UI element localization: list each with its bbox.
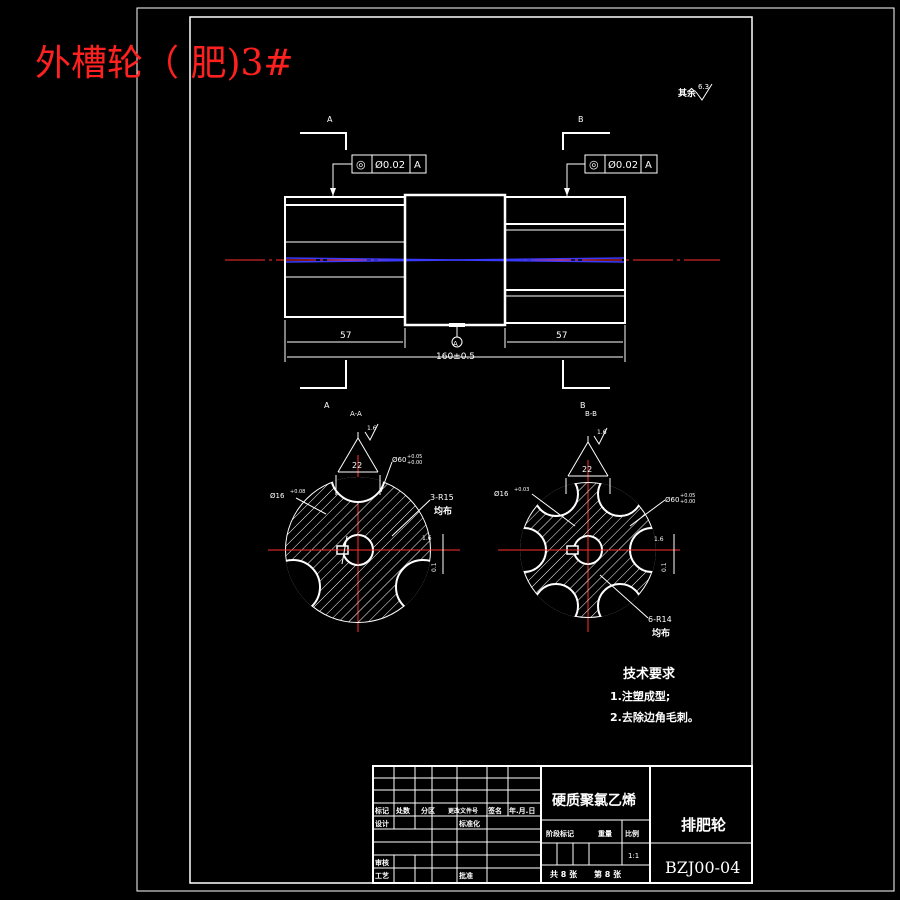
label-zone: 分区 (421, 806, 435, 815)
section-a-view: A-A 22 1.6 Ø16 +0.08 (268, 410, 460, 632)
dim-left-length: 57 (340, 331, 351, 341)
material: 硬质聚氯乙烯 (552, 792, 636, 809)
concentricity-icon: ◎ (589, 158, 599, 171)
right-hub (504, 196, 626, 324)
section-a-fillet-note: 均布 (434, 505, 452, 517)
label-review: 审核 (375, 858, 389, 867)
dim-right-length: 57 (556, 331, 567, 341)
left-hub (284, 196, 406, 318)
drawing-header-title: 外槽轮（ 肥)3# (35, 43, 294, 84)
section-b-bore-tol: +0.03 (514, 487, 529, 493)
section-mark-b-top: B (578, 115, 584, 124)
sheets-total: 共 8 张 (550, 869, 578, 879)
label-weight: 重量 (598, 829, 612, 838)
label-mark: 标记 (374, 806, 389, 815)
section-b-title: B-B (585, 410, 597, 418)
section-a-title: A-A (350, 410, 362, 418)
label-count: 处数 (395, 806, 411, 815)
sheet-number: 第 8 张 (594, 869, 622, 879)
datum-marker-icon (451, 336, 463, 348)
section-b-outer: Ø60 (665, 496, 679, 504)
section-b-fillet: 6-R14 (648, 615, 672, 624)
section-b-outer-tol-low: +0.00 (680, 499, 695, 505)
label-signature: 签名 (487, 806, 502, 815)
datum-letter: A (453, 340, 458, 348)
section-a-outer-tol-up: +0.05 (407, 454, 422, 460)
tolerance-datum: A (414, 160, 421, 171)
section-mark-a-bottom: A (324, 401, 330, 410)
label-standardize: 标准化 (458, 819, 480, 828)
section-a-width: 22 (352, 461, 362, 470)
section-a-bore: Ø16 (270, 492, 285, 500)
dim-total-length: 160±0.5 (436, 352, 475, 362)
label-process: 工艺 (375, 871, 389, 880)
tolerance-value: Ø0.02 (608, 159, 638, 171)
roughness-note-prefix: 其余 (678, 87, 697, 99)
section-b-outer-tol-up: +0.05 (680, 493, 695, 499)
section-b-view: B-B 22 1.6 Ø16 +0.03 (494, 410, 695, 639)
tolerance-datum: A (645, 160, 652, 171)
label-stage-mark: 阶段标记 (546, 829, 574, 838)
tech-requirement-item: 2.去除边角毛刺。 (610, 710, 699, 724)
scale-value: 1:1 (628, 852, 639, 860)
roughness-symbol-icon (695, 83, 713, 101)
section-b-side-roughness: 1.6 (654, 536, 664, 543)
title-block: 标记 处数 分区 更改文件号 签名 年.月.日 设计 标准化 审核 工艺 批准 … (372, 765, 753, 884)
tolerance-frame-left: ◎ Ø0.02 A (351, 154, 427, 174)
tolerance-frame-right: ◎ Ø0.02 A (584, 154, 658, 174)
label-design: 设计 (375, 819, 389, 828)
label-change-doc: 更改文件号 (448, 807, 478, 815)
section-b-width: 22 (582, 465, 592, 474)
section-b-roughness: 1.6 (597, 429, 607, 436)
section-a-side-tol: 0.1 (431, 562, 438, 572)
section-a-fillet: 3-R15 (430, 493, 454, 502)
section-mark-a-top: A (327, 115, 333, 124)
tolerance-value: Ø0.02 (375, 159, 405, 171)
section-mark-b-bottom: B (580, 401, 586, 410)
section-a-outer-tol-low: +0.00 (407, 460, 422, 466)
section-b-fillet-note: 均布 (652, 627, 670, 639)
tech-requirements: 技术要求 1.注塑成型; 2.去除边角毛刺。 (610, 666, 699, 724)
section-markers (300, 132, 610, 389)
section-a-roughness: 1.6 (367, 425, 377, 432)
tech-requirement-item: 1.注塑成型; (610, 689, 670, 703)
section-a-bore-tol: +0.08 (290, 489, 305, 495)
tech-requirements-heading: 技术要求 (623, 666, 676, 682)
outer-frame (136, 7, 895, 892)
front-view: ◎ Ø0.02 A ◎ Ø0.02 A A A B B (225, 115, 720, 410)
label-approve: 批准 (459, 871, 473, 880)
section-b-bore: Ø16 (494, 490, 509, 498)
drawing-number: BZJ00-04 (665, 858, 740, 877)
inner-frame (189, 16, 753, 884)
part-name: 排肥轮 (681, 816, 726, 834)
label-date: 年.月.日 (509, 806, 535, 815)
section-a-outer: Ø60 (392, 456, 406, 464)
section-a-side-roughness: 1.6 (422, 535, 432, 542)
label-scale: 比例 (625, 829, 639, 838)
concentricity-icon: ◎ (356, 158, 366, 171)
section-b-side-tol: 0.1 (661, 562, 668, 572)
roughness-note-value: 6.3 (698, 83, 709, 91)
